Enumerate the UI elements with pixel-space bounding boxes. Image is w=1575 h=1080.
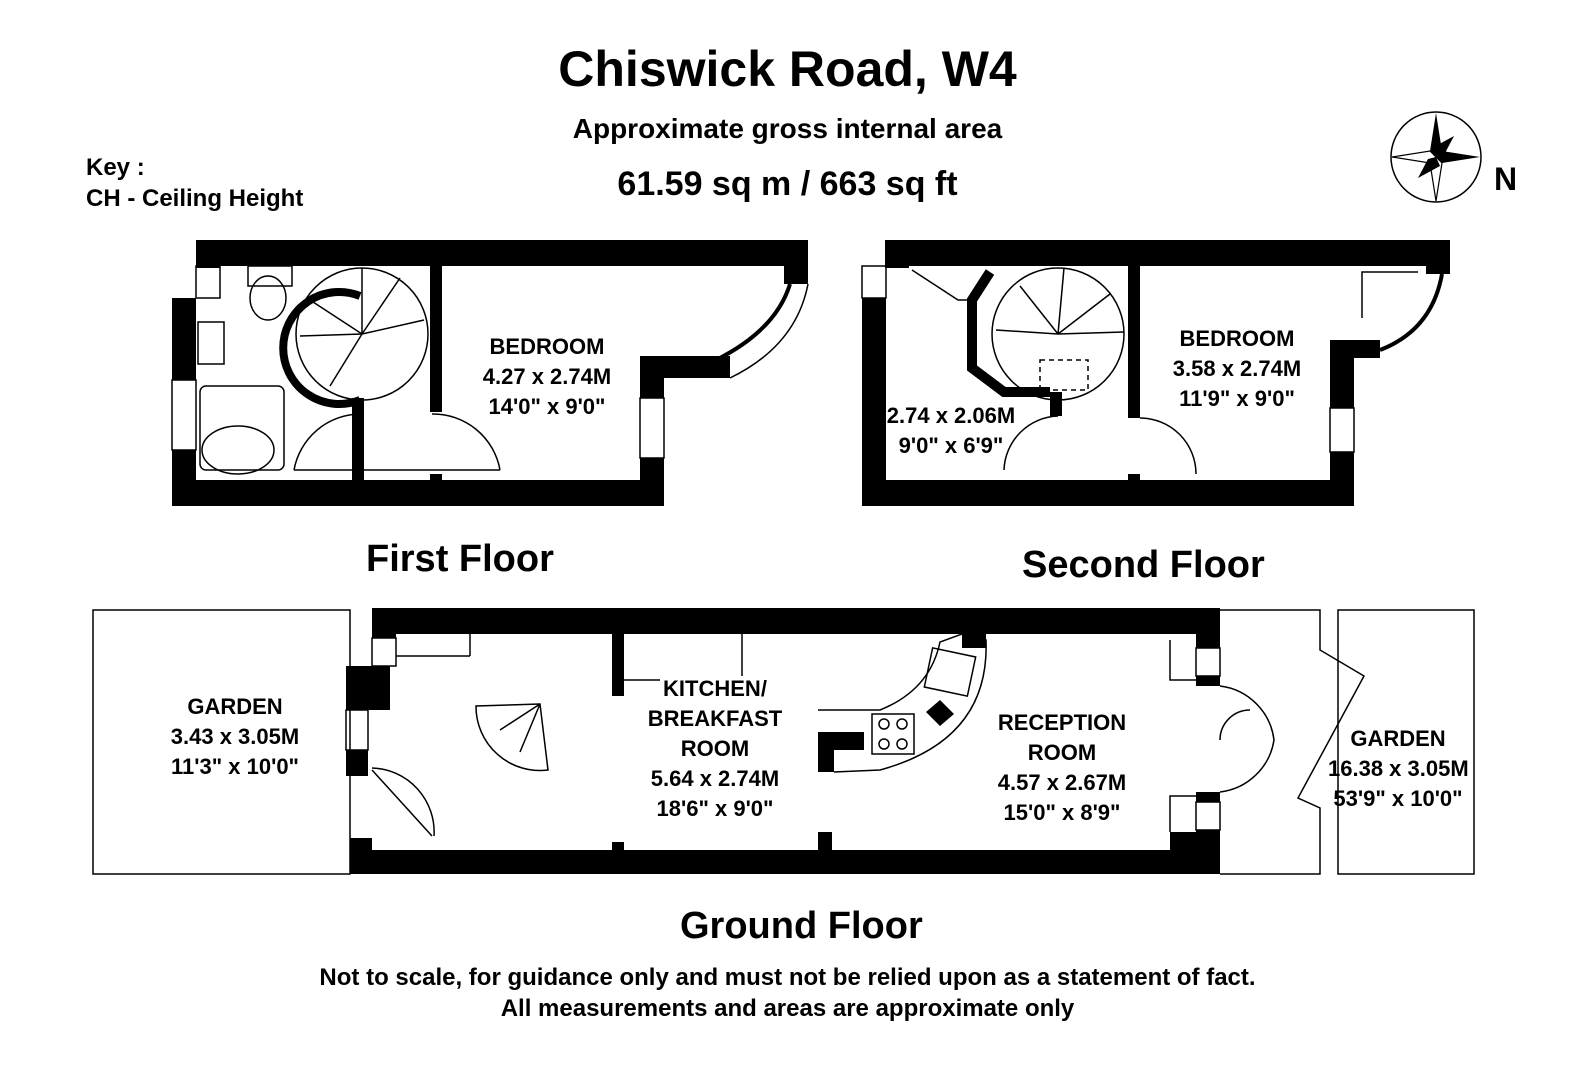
disclaimer-line-2: All measurements and areas are approxima… (500, 995, 1075, 1022)
second-floor-fixtures (861, 265, 1444, 475)
room-metric: 3.58 x 2.74M (1172, 356, 1302, 381)
reception-label: RECEPTION ROOM 4.57 x 2.67M 15'0" x 8'9" (996, 708, 1128, 828)
plan-title: Chiswick Road, W4 (558, 41, 1017, 97)
ground-floor-solids (926, 700, 954, 726)
room-name-line3: ROOM (680, 736, 750, 761)
second-bedroom-label: BEDROOM 3.58 x 2.74M 11'9" x 9'0" (1172, 324, 1302, 414)
front-garden-label: GARDEN 3.43 x 3.05M 11'3" x 10'0" (170, 692, 300, 782)
room-name: GARDEN (187, 694, 283, 719)
room-imperial: 14'0" x 9'0" (488, 394, 606, 419)
disclaimer-line-1: Not to scale, for guidance only and must… (319, 964, 1256, 991)
room-imperial: 18'6" x 9'0" (656, 796, 774, 821)
rear-garden-label: GARDEN 16.38 x 3.05M 53'9" x 10'0" (1328, 724, 1469, 814)
room-name: GARDEN (1350, 726, 1446, 751)
room-metric: 5.64 x 2.74M (650, 766, 780, 791)
room-name-line1: KITCHEN/ (663, 676, 767, 701)
room-name-line1: RECEPTION (997, 710, 1127, 735)
key-legend: Key : CH - Ceiling Height (86, 152, 303, 214)
room-imperial: 11'9" x 9'0" (1179, 386, 1295, 411)
second-floor-label: Second Floor (1022, 544, 1265, 586)
room-metric: 2.74 x 2.06M (886, 403, 1016, 428)
compass-north-label: N (1494, 161, 1517, 197)
area-caption: Approximate gross internal area (572, 113, 1003, 144)
room-metric: 3.43 x 3.05M (170, 724, 300, 749)
room-name-line2: BREAKFAST (647, 706, 783, 731)
room-metric: 4.27 x 2.74M (482, 364, 612, 389)
disclaimer: Not to scale, for guidance only and must… (0, 962, 1575, 1024)
first-bedroom-label: BEDROOM 4.27 x 2.74M 14'0" x 9'0" (482, 332, 612, 422)
room-imperial: 53'9" x 10'0" (1333, 786, 1463, 811)
room-metric: 4.57 x 2.67M (997, 770, 1127, 795)
area-value: 61.59 sq m / 663 sq ft (617, 165, 958, 203)
room-imperial: 11'3" x 10'0" (171, 754, 299, 779)
ground-floor-fixtures (92, 609, 1475, 875)
ground-floor-label: Ground Floor (680, 905, 923, 947)
room-imperial: 15'0" x 8'9" (1003, 800, 1121, 825)
room-name: BEDROOM (489, 334, 605, 359)
first-floor-label: First Floor (366, 538, 554, 580)
first-floor-plan (172, 240, 808, 506)
key-label: Key : (86, 154, 145, 181)
room-name-line2: ROOM (1027, 740, 1097, 765)
key-entry: CH - Ceiling Height (86, 185, 304, 212)
room-imperial: 9'0" x 6'9" (898, 433, 1004, 458)
room-metric: 16.38 x 3.05M (1328, 756, 1469, 781)
first-floor-fixtures (171, 265, 809, 475)
second-floor-plan (862, 240, 1450, 506)
ground-floor-plan (346, 608, 1220, 874)
compass-icon: N (1390, 111, 1517, 203)
kitchen-label: KITCHEN/ BREAKFAST ROOM 5.64 x 2.74M 18'… (640, 674, 790, 824)
room-name: BEDROOM (1179, 326, 1295, 351)
second-landing-label: 2.74 x 2.06M 9'0" x 6'9" (886, 401, 1016, 461)
